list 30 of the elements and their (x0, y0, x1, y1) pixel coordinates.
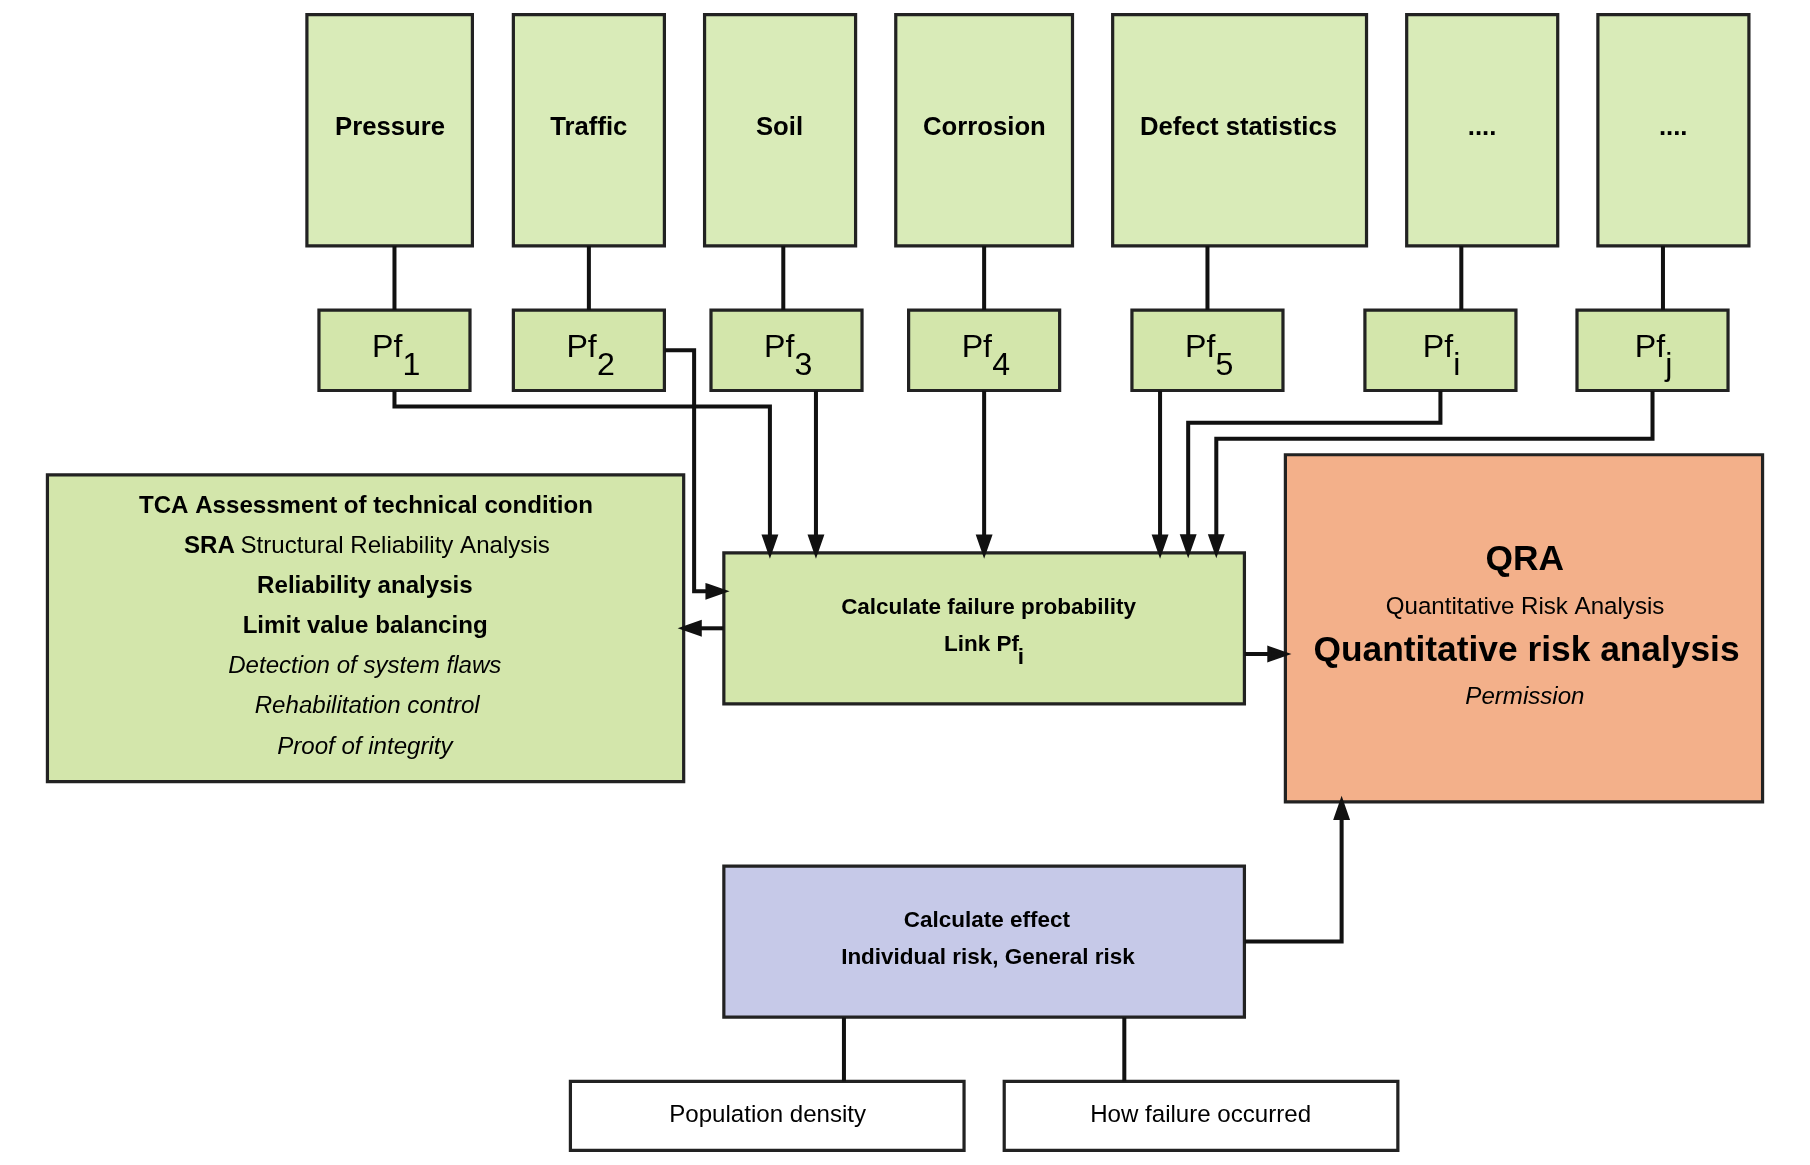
node-box: QRA Quantitative Risk Analysis Quantitative risk analysis Permission (1283, 453, 1765, 804)
arrow (392, 390, 779, 559)
arrow (1244, 645, 1292, 663)
arrow (1207, 390, 1655, 559)
arrow (807, 390, 825, 559)
arrow (677, 619, 724, 637)
connector (841, 1017, 846, 1082)
node-box: Soil (702, 12, 858, 248)
connector (1660, 246, 1665, 310)
node-box: Calculate effect Individual risk, General risk (722, 864, 1246, 1019)
connector (586, 246, 591, 310)
connector (1205, 246, 1210, 310)
connector (781, 246, 786, 310)
node-box: Traffic (511, 12, 666, 248)
node-box: How failure occurred (1002, 1079, 1400, 1153)
connector (1459, 246, 1464, 310)
connector (1122, 1017, 1127, 1082)
node-box: Population density (568, 1079, 966, 1153)
node-box: .... (1596, 12, 1751, 248)
connector (982, 246, 987, 310)
arrow (1244, 795, 1351, 944)
connector (392, 246, 397, 310)
node-box: Defect statistics (1111, 12, 1369, 248)
node-box: Corrosion (894, 12, 1075, 248)
arrow (1151, 390, 1169, 559)
node-box: TCA Assessment of technical condition SRA Structural Reliability Analysis Reliability analysis Limit value balancing Detection of system flaws Rehabilitation control Proof of integrity (45, 473, 686, 784)
arrow (975, 390, 993, 559)
node-box: .... (1405, 12, 1560, 248)
node-box: Pressure (305, 12, 474, 248)
arrow (1179, 390, 1443, 559)
